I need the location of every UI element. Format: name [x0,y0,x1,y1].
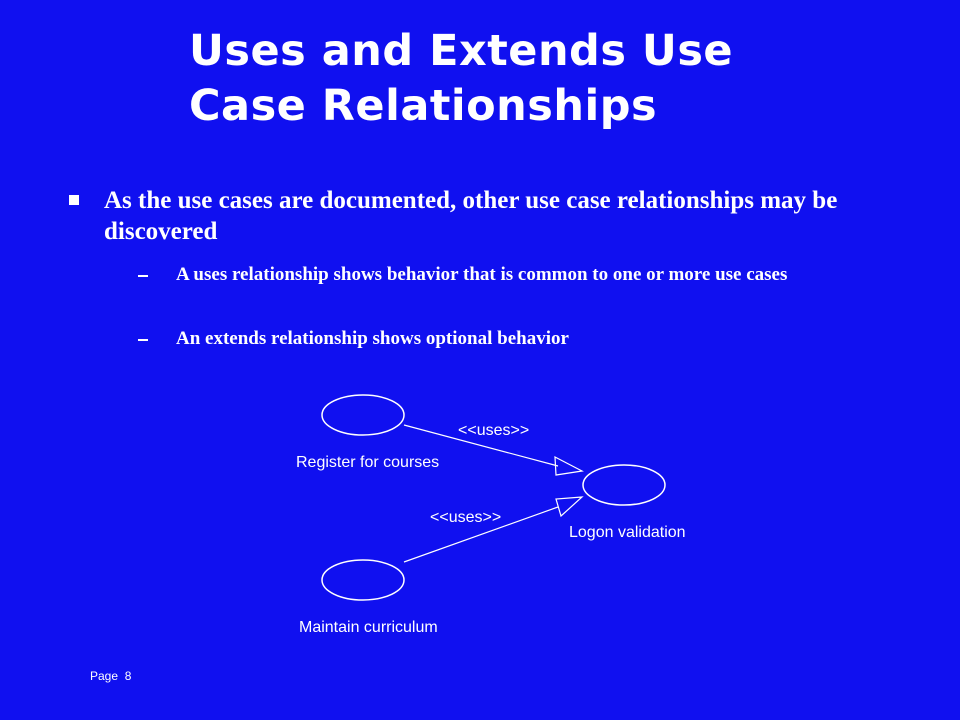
relationship-label: <<uses>> [458,422,529,439]
square-bullet-icon [69,195,79,205]
uses-relationship-line [403,424,559,467]
use-case-oval-maintain [321,559,405,601]
uses-arrowhead-icon [554,455,584,476]
page-number: 8 [124,669,132,683]
dash-bullet-icon [138,275,148,277]
page-footer: Page 8 [90,669,131,683]
use-case-label: Maintain curriculum [299,619,438,636]
use-case-oval-logon [582,464,666,506]
uses-relationship-line [403,506,559,563]
uses-arrowhead-icon [555,496,584,518]
dash-bullet-icon [138,339,148,341]
sub-bullet-item: A uses relationship shows behavior that … [176,264,788,285]
page-label: Page [90,669,119,683]
title-line-2: Case Relationships [189,81,658,131]
bullet-item: As the use cases are documented, other u… [104,187,838,245]
title-line-1: Uses and Extends Use [189,26,734,76]
slide-title: Uses and Extends Use Case Relationships [189,24,929,134]
relationship-label: <<uses>> [430,509,501,526]
use-case-label: Logon validation [569,524,686,541]
use-case-oval-register [321,394,405,436]
sub-bullet-item: An extends relationship shows optional b… [176,328,569,349]
use-case-label: Register for courses [296,454,439,471]
